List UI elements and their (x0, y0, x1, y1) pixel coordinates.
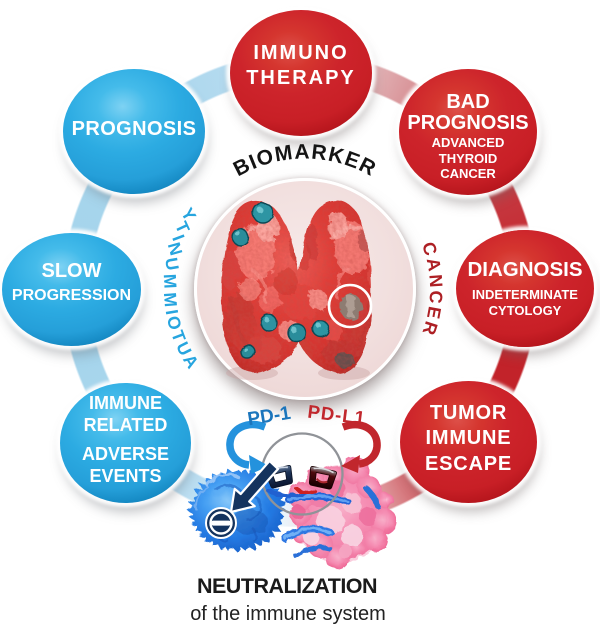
svg-text:M: M (160, 292, 181, 308)
svg-text:A: A (423, 256, 445, 273)
svg-text:I: I (168, 232, 188, 244)
svg-text:C: C (418, 239, 441, 258)
svg-text:PD-L1: PD-L1 (307, 401, 368, 429)
svg-text:I: I (162, 308, 183, 316)
svg-text:R: R (419, 319, 442, 337)
svg-text:U: U (161, 256, 183, 272)
svg-text:C: C (425, 290, 446, 304)
svg-text:N: N (164, 240, 187, 258)
svg-text:N: N (425, 274, 446, 288)
svg-text:PD-1: PD-1 (246, 403, 292, 431)
svg-text:O: O (163, 314, 186, 332)
svg-text:M: M (160, 273, 181, 289)
svg-text:BIOMARKER: BIOMARKER (230, 141, 381, 182)
svg-text:E: E (423, 305, 445, 320)
